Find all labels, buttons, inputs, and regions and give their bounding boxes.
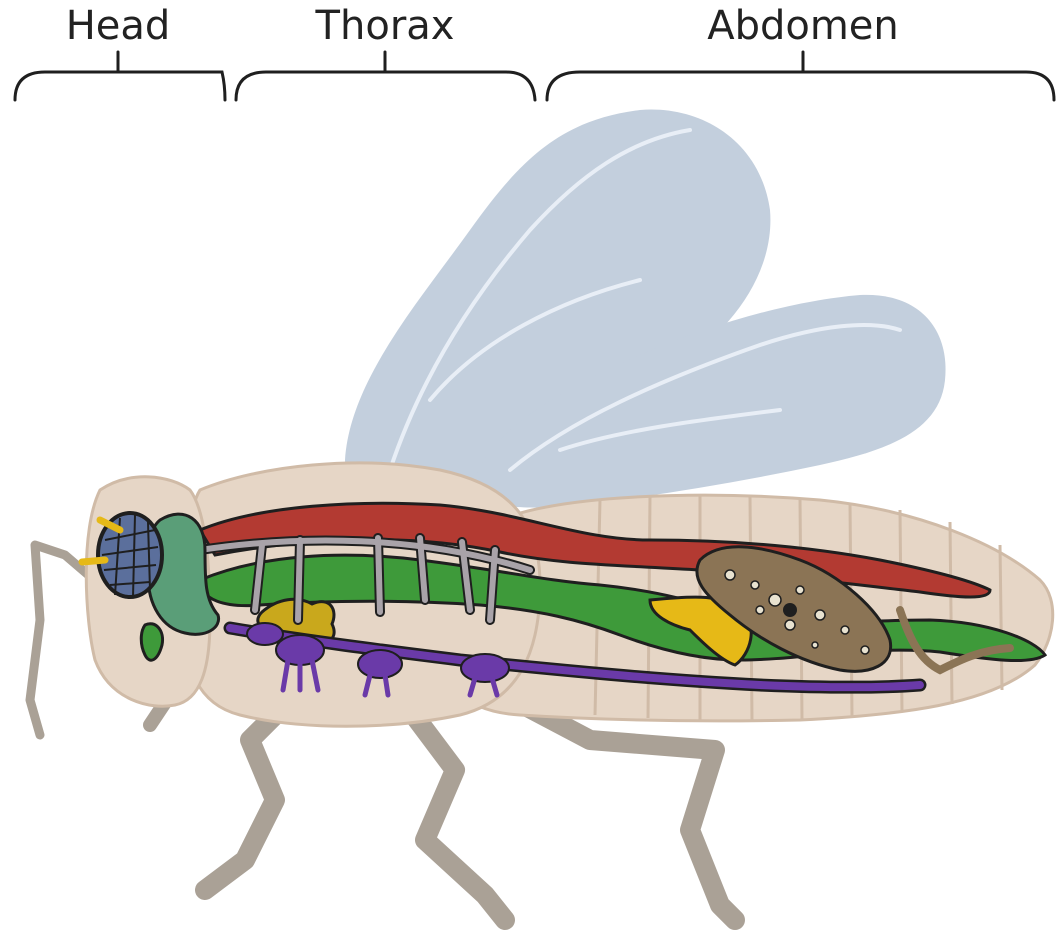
head-bracket xyxy=(15,52,225,100)
leg-middle xyxy=(395,690,505,920)
antenna-base-lower xyxy=(82,560,105,562)
leg-hind xyxy=(495,690,735,920)
wings xyxy=(345,110,946,508)
mouthpart xyxy=(141,624,162,661)
region-brackets xyxy=(15,52,1054,100)
thorax-bracket xyxy=(236,52,535,100)
abdomen-bracket xyxy=(547,52,1054,100)
